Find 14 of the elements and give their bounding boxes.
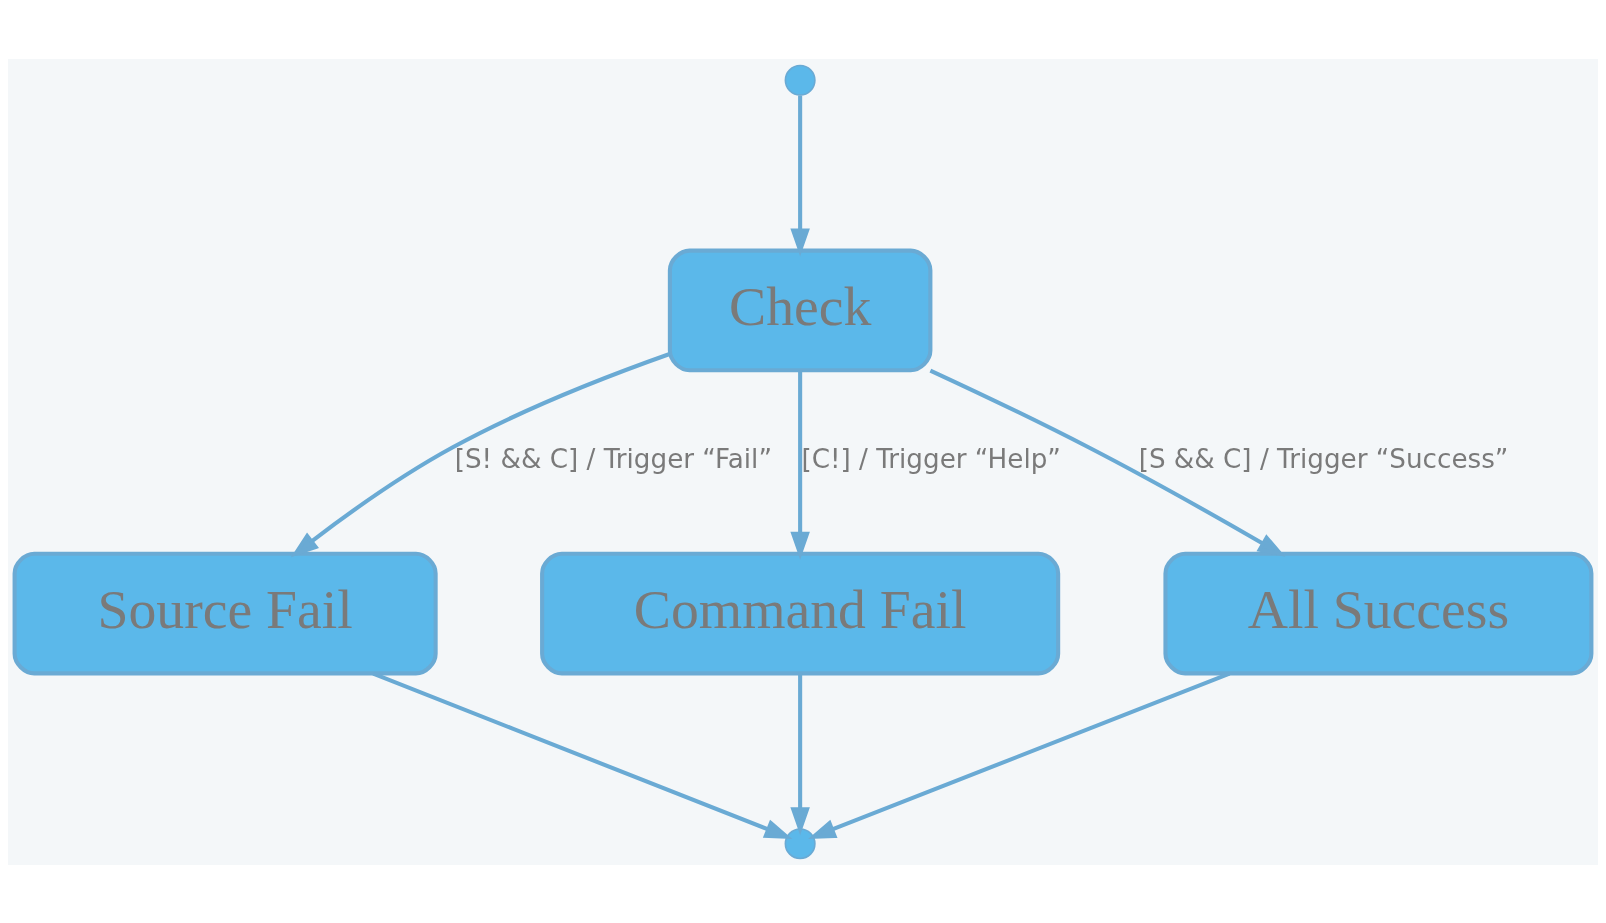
node-box: Source Fail xyxy=(12,551,438,675)
arrow xyxy=(790,673,810,835)
arrow xyxy=(290,351,671,557)
node-box: Check xyxy=(667,248,933,372)
arrow xyxy=(790,94,810,256)
edge-label: [S && C] / Trigger “Success” xyxy=(1138,443,1509,474)
edge-label: [S! && C] / Trigger “Fail” xyxy=(454,443,772,474)
node-circle xyxy=(784,827,816,859)
arrow xyxy=(929,368,1286,557)
node-circle xyxy=(784,64,816,96)
edge-label: [C!] / Trigger “Help” xyxy=(801,443,1061,474)
node-box: Command Fail xyxy=(540,551,1061,675)
node-box: All Success xyxy=(1163,551,1594,675)
arrow xyxy=(790,370,810,560)
